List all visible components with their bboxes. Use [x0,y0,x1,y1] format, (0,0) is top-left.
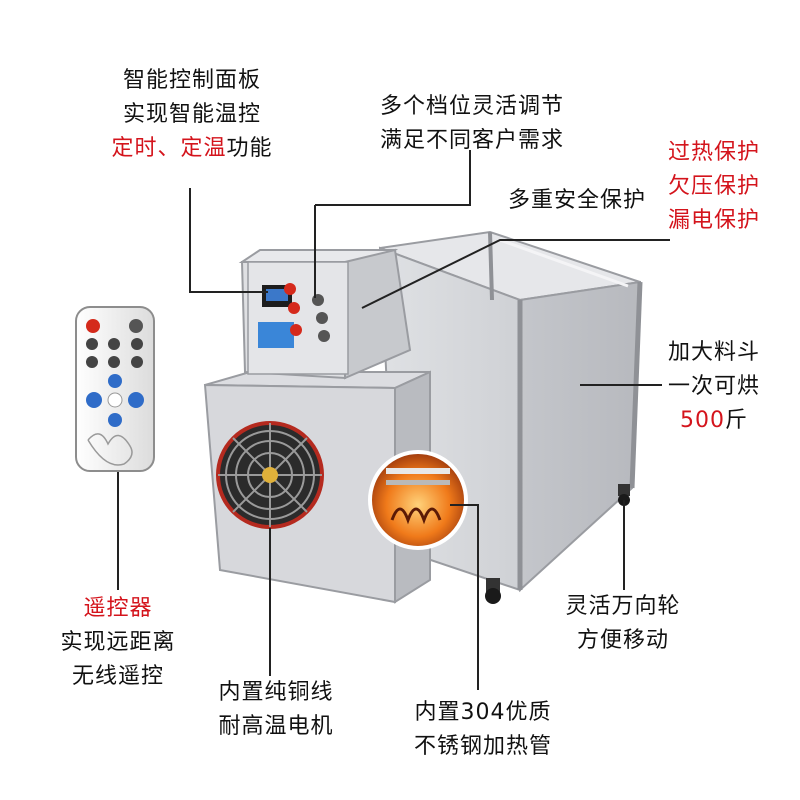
callout-lines [117,150,670,690]
fan-grill-icon [216,421,324,529]
heater-label: 内置304优质 不锈钢加热管 [388,696,578,764]
caster-wheels [485,484,630,604]
wheels-line1: 灵活万向轮 [565,594,681,619]
heater-line2: 不锈钢加热管 [413,734,552,759]
control-panel-line3: 定时、定温功能 [92,132,292,166]
leakage-protection: 漏电保护 [668,208,761,233]
overheat-protection: 过热保护 [668,140,761,165]
motor-line1: 内置纯铜线 [218,680,334,705]
control-panel-label: 智能控制面板 实现智能温控 定时、定温功能 [92,64,292,166]
heater-line1: 内置304优质 [414,700,552,725]
separator: 、 [157,136,181,161]
gears-line2: 满足不同客户需求 [379,128,564,153]
capacity-value: 500 [679,408,725,433]
hopper-label: 加大料斗 一次可烘 500斤 [652,336,776,438]
hopper-line1: 加大料斗 [667,340,760,365]
remote-title: 遥控器 [83,596,153,621]
capacity-unit: 斤 [724,408,748,433]
remote-label: 遥控器 实现远距离 无线遥控 [48,592,188,694]
protection-list: 过热保护 欠压保护 漏电保护 [668,136,760,238]
remote-line1: 实现远距离 [60,630,176,655]
control-panel-line2: 实现智能温控 [122,102,261,127]
thermostat-feature: 定温 [180,136,227,161]
control-panel-box [238,248,412,380]
hopper-capacity: 500斤 [652,404,776,438]
undervoltage-protection: 欠压保护 [668,174,761,199]
control-panel-line1: 智能控制面板 [122,68,261,93]
wheels-label: 灵活万向轮 方便移动 [548,590,698,658]
function-suffix: 功能 [226,136,273,161]
safety-label: 多重安全保护 [508,188,647,213]
gears-label: 多个档位灵活调节 满足不同客户需求 [352,90,592,158]
wheels-line2: 方便移动 [576,628,669,653]
timer-feature: 定时 [111,136,158,161]
remote-control [75,306,155,472]
hopper-line2: 一次可烘 [667,374,760,399]
gears-line1: 多个档位灵活调节 [379,94,564,119]
motor-label: 内置纯铜线 耐高温电机 [196,676,356,744]
motor-line2: 耐高温电机 [218,714,334,739]
heating-tube-inset [368,450,468,550]
remote-line2: 无线遥控 [71,664,164,689]
